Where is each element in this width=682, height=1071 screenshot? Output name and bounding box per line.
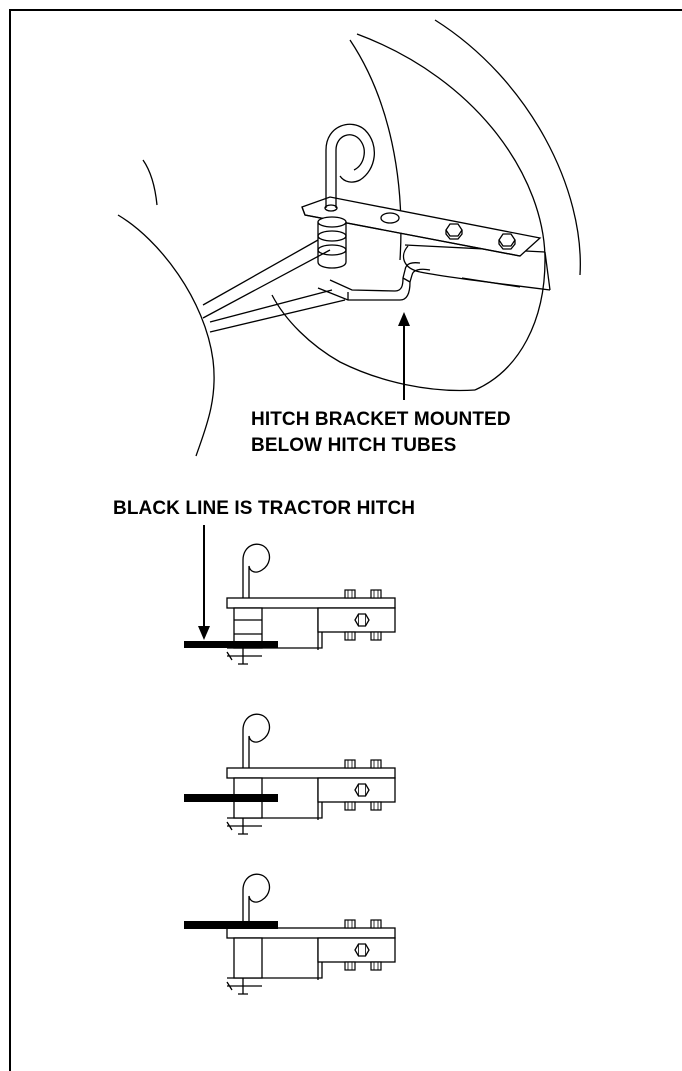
tractor-hitch-bar [184, 641, 278, 648]
hitch-pin-icon [242, 713, 271, 778]
tractor-hitch-bar [184, 794, 278, 802]
hitch-pin-icon [242, 873, 271, 938]
bracket-label-line-1: HITCH BRACKET MOUNTED [251, 409, 511, 430]
hitch-pin-icon [242, 543, 271, 608]
bracket-label-line-2: BELOW HITCH TUBES [251, 435, 457, 456]
side-view-position-3 [226, 873, 396, 995]
tractor-hitch-label: BLACK LINE IS TRACTOR HITCH [113, 498, 416, 519]
arrow-down-icon [198, 525, 210, 640]
perspective-hitch-illustration [117, 19, 581, 457]
side-view-position-2 [226, 713, 396, 835]
tractor-hitch-bar [184, 921, 278, 929]
side-view-position-1 [226, 543, 396, 665]
arrow-down-icon [398, 312, 410, 400]
page-frame [9, 9, 682, 1071]
